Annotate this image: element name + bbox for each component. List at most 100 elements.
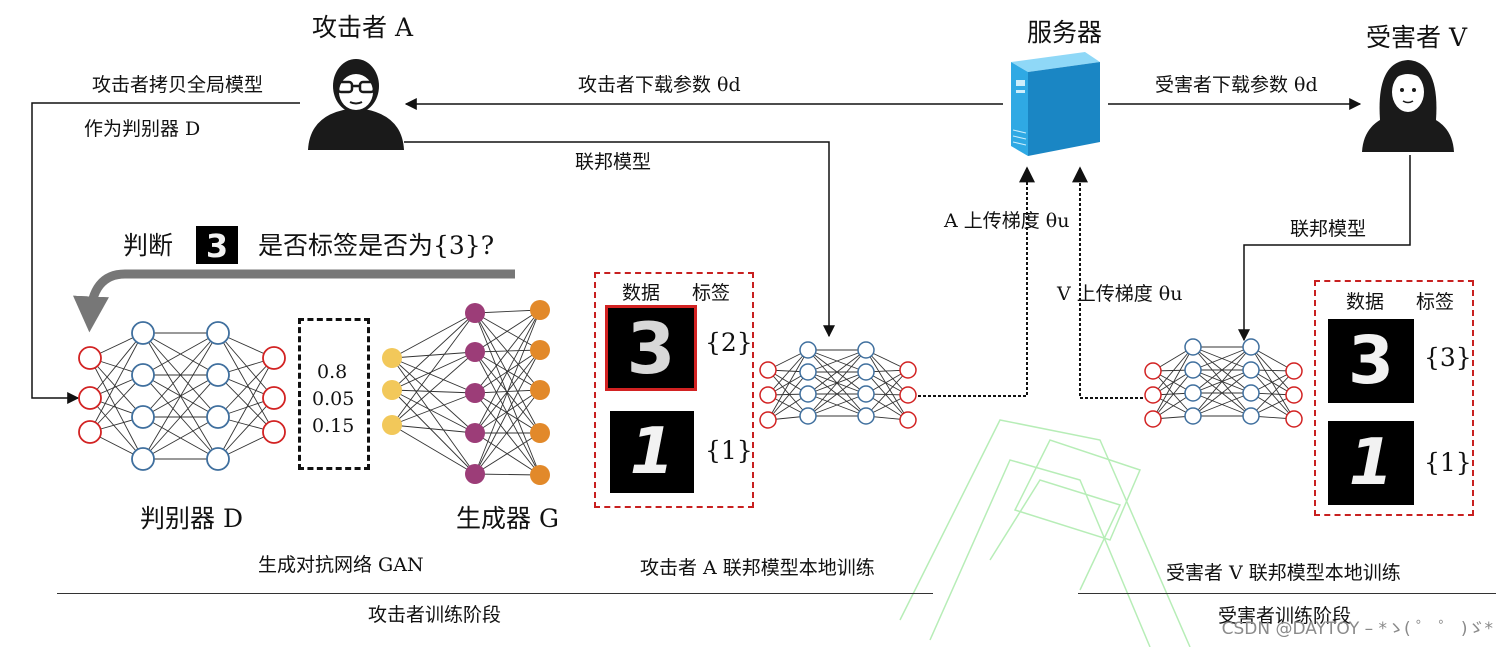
victim-row-label-1: {1} xyxy=(1424,448,1472,477)
network-edge xyxy=(1192,346,1252,394)
network-edge xyxy=(391,392,476,426)
flow-arrows xyxy=(31,98,1411,404)
network-edge xyxy=(391,357,476,434)
network-node xyxy=(131,363,155,387)
generator-network xyxy=(382,300,550,485)
network-edge xyxy=(217,332,275,399)
network-node xyxy=(857,385,875,403)
network-node xyxy=(465,342,485,362)
network-node xyxy=(78,420,102,444)
network-edge xyxy=(1192,346,1252,417)
network-edge xyxy=(217,374,275,433)
network-edge xyxy=(217,332,275,433)
probability-0: 0.8 xyxy=(317,361,348,383)
network-edge xyxy=(391,312,476,359)
attacker-digit-1: 1 xyxy=(629,415,675,489)
network-edge xyxy=(1192,369,1252,417)
network-edge xyxy=(807,349,867,417)
network-edge xyxy=(1152,369,1194,420)
network-edge xyxy=(142,374,219,460)
network-node xyxy=(899,361,917,379)
network-edge xyxy=(391,389,476,475)
gan-caption: 生成对抗网络 GAN xyxy=(258,554,424,576)
victim-digit-0: 3 xyxy=(1348,322,1394,399)
network-node xyxy=(131,405,155,429)
attacker-local-network xyxy=(759,341,917,429)
csdn-watermark: CSDN @DAYTOY – *ゝ( ゜ ゜ )ゞ* xyxy=(1221,619,1493,639)
network-edge xyxy=(391,351,476,359)
victim-col-data: 数据 xyxy=(1346,291,1385,313)
network-edge xyxy=(807,349,867,395)
network-edge xyxy=(474,309,541,314)
network-edge xyxy=(807,349,867,373)
federated-model-label-a: 联邦模型 xyxy=(575,151,652,173)
probability-2: 0.15 xyxy=(312,415,355,437)
network-edge xyxy=(217,397,275,460)
attacker-digit-image-0: 3 xyxy=(605,305,697,391)
network-node xyxy=(382,348,402,368)
network-node xyxy=(1184,338,1202,356)
feedback-curve-arrow xyxy=(73,269,515,333)
network-edge xyxy=(391,312,476,426)
network-node xyxy=(799,385,817,403)
network-node xyxy=(465,464,485,484)
network-edge xyxy=(1250,370,1295,417)
network-edge xyxy=(391,389,476,394)
network-node xyxy=(1242,361,1260,379)
discriminator-network xyxy=(78,321,286,471)
network-edge xyxy=(1152,346,1194,396)
network-node xyxy=(759,361,777,379)
network-node xyxy=(857,341,875,359)
network-node xyxy=(262,420,286,444)
network-edge xyxy=(474,309,541,353)
network-edge xyxy=(807,371,867,417)
federated-model-label-v: 联邦模型 xyxy=(1290,218,1367,240)
network-edge xyxy=(391,424,476,434)
victim-stage-label: 受害者训练阶段 xyxy=(1218,605,1352,627)
network-edge xyxy=(474,349,541,475)
victim-digit-image-0: 3 xyxy=(1328,319,1414,403)
network-node xyxy=(899,411,917,429)
network-node xyxy=(799,407,817,425)
network-edge xyxy=(391,351,476,426)
question-digit-image: 3 xyxy=(196,226,238,264)
victim-local-network xyxy=(1144,338,1303,428)
network-edge xyxy=(474,473,541,476)
watermark-shape xyxy=(899,419,1191,647)
victim-title: 受害者 V xyxy=(1366,23,1468,52)
network-node xyxy=(1144,362,1162,380)
network-node xyxy=(465,383,485,403)
attacker-local-caption: 攻击者 A 联邦模型本地训练 xyxy=(640,557,875,579)
network-edge xyxy=(217,357,275,418)
network-node xyxy=(1144,386,1162,404)
attacker-row-label-1: {1} xyxy=(705,436,753,465)
network-node xyxy=(759,411,777,429)
network-node xyxy=(262,346,286,370)
network-node xyxy=(530,380,550,400)
network-edge xyxy=(767,369,809,417)
server-title: 服务器 xyxy=(1027,18,1103,47)
network-edge xyxy=(391,351,476,391)
network-node xyxy=(206,321,230,345)
server-icon xyxy=(1011,52,1100,156)
network-edge xyxy=(474,309,541,434)
attacker-copy-label-2: 作为判别器 D xyxy=(84,118,201,140)
network-node xyxy=(206,405,230,429)
network-edge xyxy=(865,369,909,417)
network-edge xyxy=(1152,346,1194,420)
network-node xyxy=(1285,410,1303,428)
network-node xyxy=(1285,362,1303,380)
network-node xyxy=(382,380,402,400)
network-edge xyxy=(474,432,541,475)
attacker-col-data: 数据 xyxy=(622,282,661,304)
attacker-data-panel xyxy=(594,272,754,508)
network-node xyxy=(1285,386,1303,404)
v-upload-label: V 上传梯度 θu xyxy=(1057,283,1183,305)
attacker-digit-0: 3 xyxy=(626,308,676,390)
network-node xyxy=(206,363,230,387)
network-node xyxy=(1242,384,1260,402)
question-prefix: 判断 xyxy=(123,231,174,260)
victim-stage-divider xyxy=(1078,593,1496,594)
network-node xyxy=(1184,384,1202,402)
